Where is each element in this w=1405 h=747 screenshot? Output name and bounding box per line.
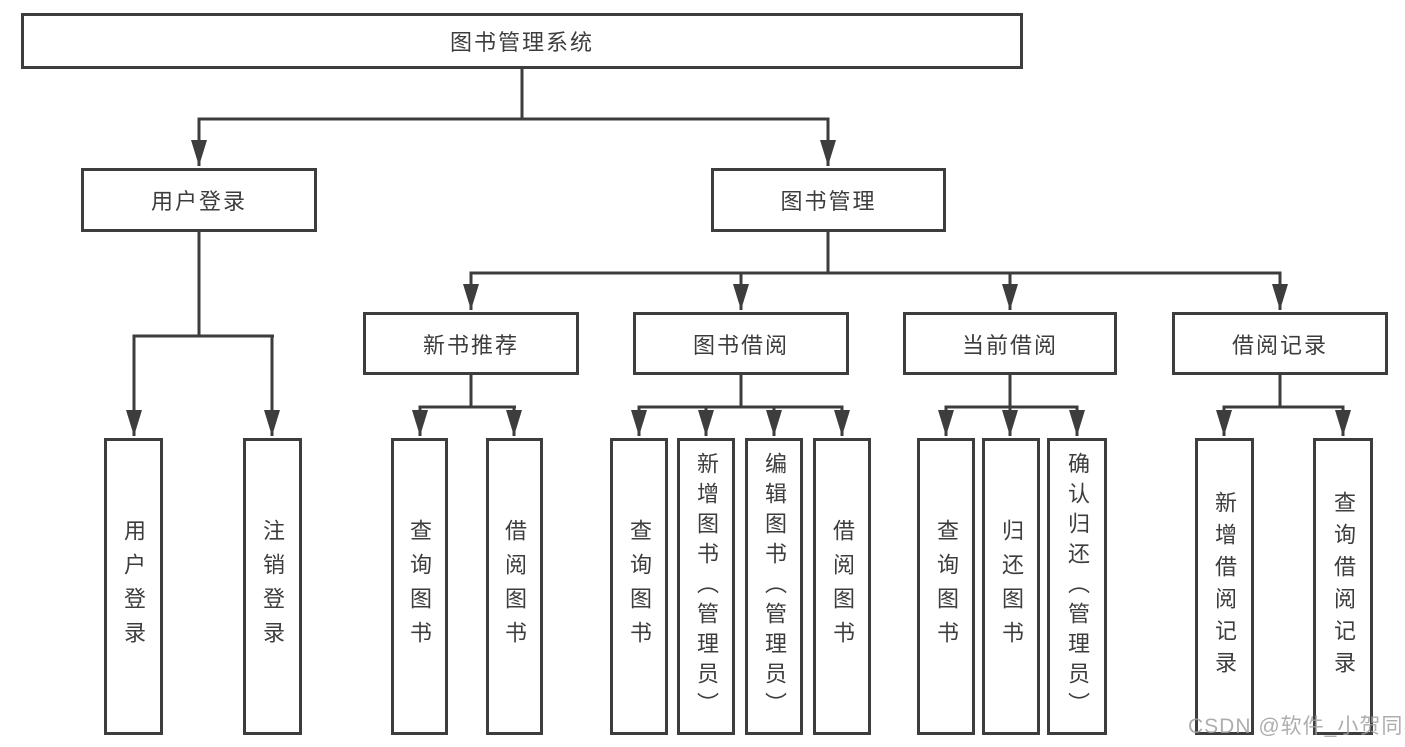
leaf-return-book: 归还图书 bbox=[982, 438, 1040, 735]
leaf-search-borrow-record: 查询借阅记录 bbox=[1313, 438, 1373, 735]
node-book-management: 图书管理 bbox=[711, 168, 946, 232]
leaf-search-books-recommend: 查询图书 bbox=[391, 438, 448, 735]
leaf-borrow-books-borrow: 借阅图书 bbox=[813, 438, 871, 735]
leaf-edit-book-admin: 编辑图书（管理员） bbox=[745, 438, 803, 735]
leaf-borrow-books-recommend: 借阅图书 bbox=[486, 438, 543, 735]
leaf-add-borrow-record: 新增借阅记录 bbox=[1195, 438, 1254, 735]
node-book-borrow: 图书借阅 bbox=[633, 312, 849, 375]
node-borrow-records: 借阅记录 bbox=[1172, 312, 1388, 375]
leaf-logout-login: 注销登录 bbox=[243, 438, 302, 735]
node-current-borrow: 当前借阅 bbox=[903, 312, 1117, 375]
leaf-confirm-return-admin: 确认归还（管理员） bbox=[1047, 438, 1107, 735]
connector-book-management-to-level3 bbox=[463, 230, 1288, 310]
connector-book-borrow-to-leaves bbox=[631, 373, 850, 436]
connector-borrow-records-to-leaves bbox=[1216, 373, 1351, 436]
leaf-add-book-admin: 新增图书（管理员） bbox=[677, 438, 735, 735]
node-new-book-recommend: 新书推荐 bbox=[363, 312, 579, 375]
connector-user-login-to-leaves bbox=[126, 230, 280, 436]
node-user-login: 用户登录 bbox=[81, 168, 317, 232]
watermark-text: CSDN @软件_小贺同学 bbox=[1188, 715, 1405, 738]
leaf-user-login: 用户登录 bbox=[104, 438, 163, 735]
leaf-search-books-current: 查询图书 bbox=[917, 438, 975, 735]
connector-current-borrow-to-leaves bbox=[938, 373, 1085, 436]
connector-new-book-recommend-to-leaves bbox=[412, 373, 522, 436]
connector-root-to-level2 bbox=[191, 67, 836, 166]
node-library-management-system: 图书管理系统 bbox=[21, 13, 1023, 69]
leaf-search-books-borrow: 查询图书 bbox=[610, 438, 668, 735]
